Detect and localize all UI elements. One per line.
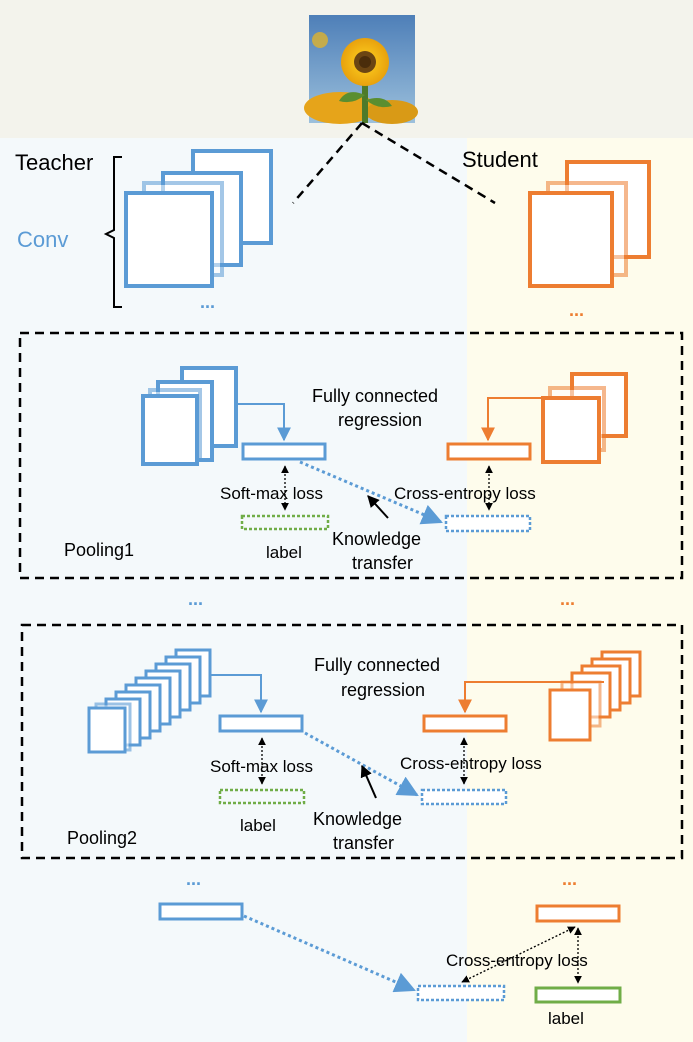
label2-box: [218, 788, 306, 805]
student-background: [467, 138, 693, 1042]
pooling1-block: [18, 331, 684, 580]
label1-box: [240, 514, 330, 531]
conv-label: Conv: [17, 227, 68, 252]
transfer3-target-box: [416, 984, 506, 1002]
cross-entropy3-arrow-a: [461, 926, 576, 983]
student-fc1-box: [446, 442, 532, 461]
cross-entropy1-label: Cross-entropy loss: [394, 484, 536, 503]
knowledge1-pointer: [367, 495, 389, 519]
fc1-line2: regression: [338, 410, 422, 430]
student-conv-stack: [528, 160, 651, 288]
student-bottom-dots: ...: [562, 869, 577, 889]
label3-box: [534, 986, 622, 1004]
transfer1-target-box: [444, 514, 532, 533]
student-mid-dots: ...: [560, 589, 575, 609]
pooling2-block: [20, 623, 684, 860]
label2-text: label: [240, 816, 276, 835]
teacher-title: Teacher: [15, 150, 93, 175]
transfer2-target-box: [420, 788, 508, 806]
knowledge2-line2: transfer: [333, 833, 394, 853]
teacher-fc1-box: [241, 442, 327, 461]
teacher-background: [0, 138, 467, 1042]
softmax2-label: Soft-max loss: [210, 757, 313, 776]
cross-entropy3-label: Cross-entropy loss: [446, 951, 588, 970]
student-pooling2-stack: [548, 650, 642, 742]
student-fc1-arrow: [481, 397, 572, 442]
teacher-pooling2-stack: [87, 648, 212, 754]
knowledge2-line1: Knowledge: [313, 809, 402, 829]
teacher-fc2-box: [218, 714, 304, 733]
label3-text: label: [548, 1009, 584, 1028]
student-fc2-arrow: [458, 681, 604, 714]
knowledge-transfer1-line: [299, 460, 443, 525]
fc1-line1: Fully connected: [312, 386, 438, 406]
teacher-bottom-dots: ...: [186, 869, 201, 889]
knowledge-transfer3-line: [243, 914, 416, 993]
teacher-pooling1-stack: [141, 366, 238, 466]
teacher-fc2-arrow: [210, 674, 268, 714]
student-branch-line: [361, 121, 496, 205]
teacher-fc1-arrow: [236, 403, 291, 442]
knowledge1-line2: transfer: [352, 553, 413, 573]
student-output-box: [535, 904, 621, 923]
student-conv-dots: ...: [569, 300, 584, 320]
teacher-output-box: [158, 902, 244, 921]
knowledge2-pointer: [360, 764, 377, 799]
pooling2-label: Pooling2: [67, 828, 137, 848]
teacher-conv-stack: [124, 149, 273, 288]
conv-bracket: [103, 156, 122, 308]
fc2-line1: Fully connected: [314, 655, 440, 675]
teacher-mid-dots: ...: [188, 589, 203, 609]
teacher-branch-line: [292, 122, 363, 204]
knowledge1-line1: Knowledge: [332, 529, 421, 549]
pooling1-label: Pooling1: [64, 540, 134, 560]
softmax1-label: Soft-max loss: [220, 484, 323, 503]
student-pooling1-stack: [541, 372, 628, 464]
cross-entropy2-label: Cross-entropy loss: [400, 754, 542, 773]
student-fc2-box: [422, 714, 508, 733]
fc2-line2: regression: [341, 680, 425, 700]
sunflower-image: [304, 15, 418, 124]
label1-text: label: [266, 543, 302, 562]
teacher-conv-dots: ...: [200, 292, 215, 312]
student-title: Student: [462, 147, 538, 172]
